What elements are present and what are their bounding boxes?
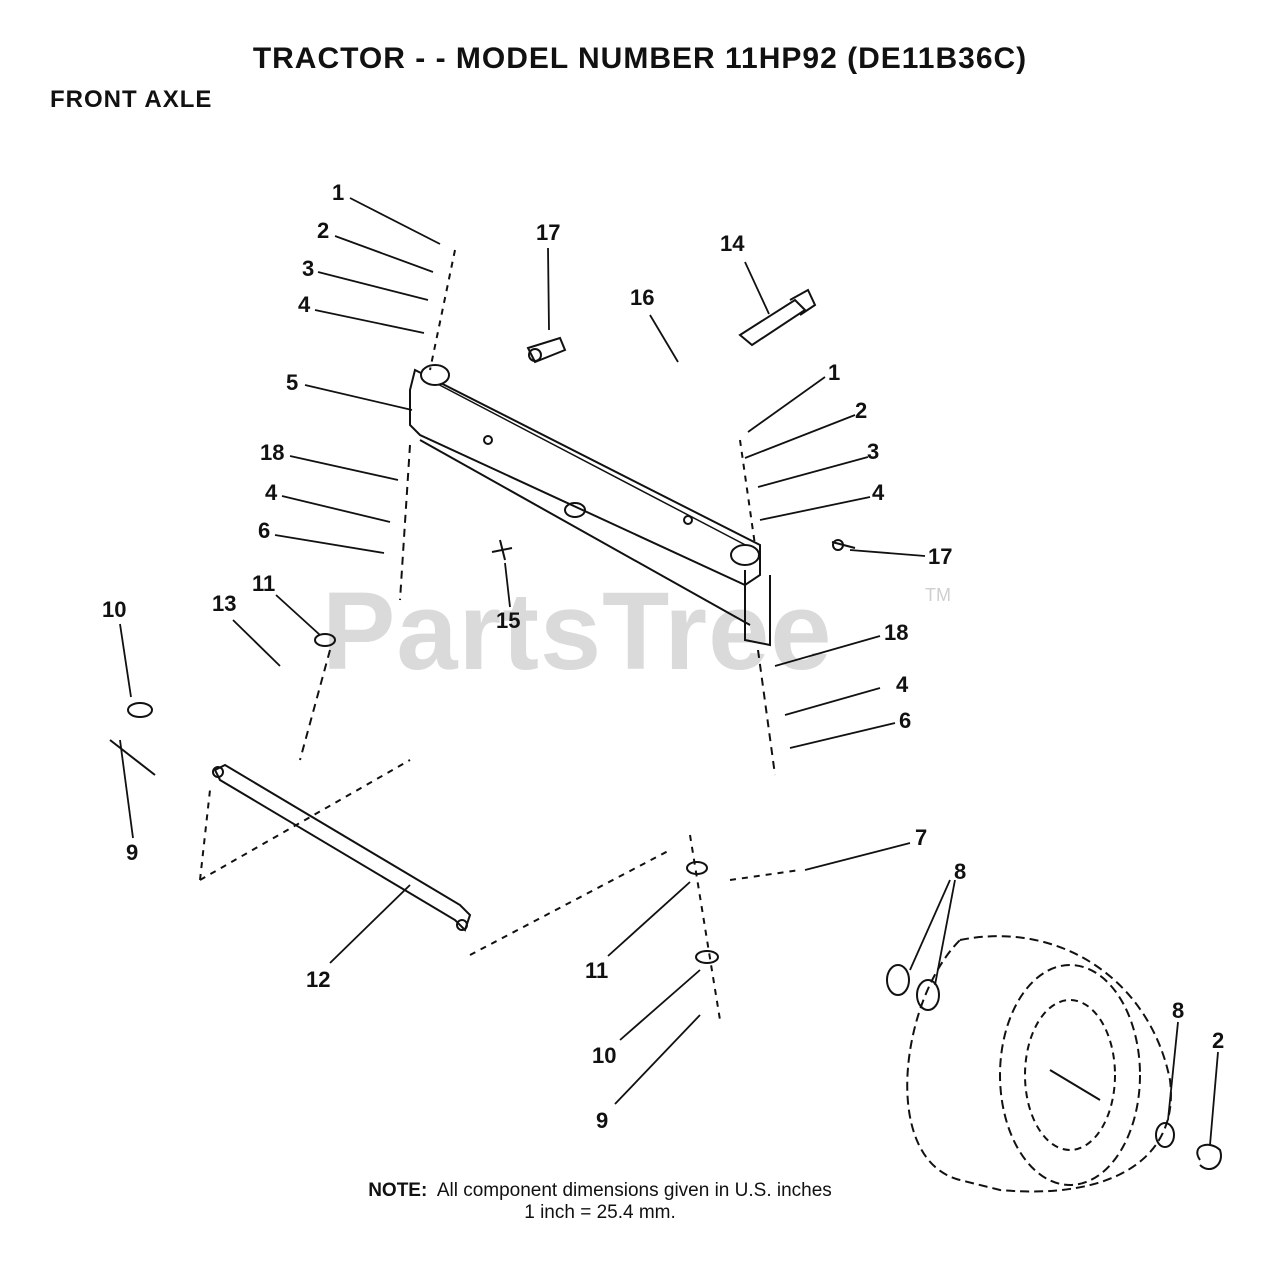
section-title: FRONT AXLE [50,86,213,113]
callout-2-top: 2 [317,218,329,243]
callout-13: 13 [212,591,236,616]
callout-3-top: 3 [302,256,314,281]
callout-9-left: 9 [126,840,138,865]
page-title: TRACTOR - - MODEL NUMBER 11HP92 (DE11B36… [252,42,1028,75]
wheel-tire [906,935,1172,1193]
callout-18-left: 18 [260,440,284,465]
callout-6-left: 6 [258,518,270,543]
callout-8-lower: 8 [1172,998,1184,1023]
callout-17-right: 17 [928,544,952,569]
callout-2-lower: 2 [1212,1028,1224,1053]
callout-16: 16 [630,285,654,310]
callout-11-right: 11 [585,958,608,983]
callout-10-right: 10 [592,1043,616,1068]
callout-14: 14 [720,231,745,256]
callout-5: 5 [286,370,298,395]
callout-8-upper: 8 [954,859,966,884]
callout-17-top: 17 [536,220,560,245]
tie-rod [213,763,472,932]
callout-3-right: 3 [867,439,879,464]
callout-10-left: 10 [102,597,126,622]
axle-beam [409,368,761,587]
callout-6-right: 6 [899,708,911,733]
callout-7: 7 [915,825,927,850]
dimension-note: NOTE: All component dimensions given in … [0,1180,1200,1224]
watermark-text: PartsTree [322,570,833,693]
watermark-tm: TM [925,585,951,605]
note-line-2: 1 inch = 25.4 mm. [524,1202,676,1223]
callout-4-lower: 4 [896,672,909,697]
callout-11-left: 11 [252,571,275,596]
callout-1-right: 1 [828,360,840,385]
callout-2-right: 2 [855,398,867,423]
callout-9-right: 9 [596,1108,608,1133]
callout-4-right: 4 [872,480,885,505]
callout-4-top: 4 [298,292,311,317]
note-line-1: All component dimensions given in U.S. i… [436,1180,832,1201]
callout-18-right: 18 [884,620,908,645]
note-label: NOTE: [368,1180,428,1201]
callout-4-left: 4 [265,480,278,505]
callout-15: 15 [496,608,520,633]
callout-1-top: 1 [332,180,344,205]
callout-12: 12 [306,967,330,992]
